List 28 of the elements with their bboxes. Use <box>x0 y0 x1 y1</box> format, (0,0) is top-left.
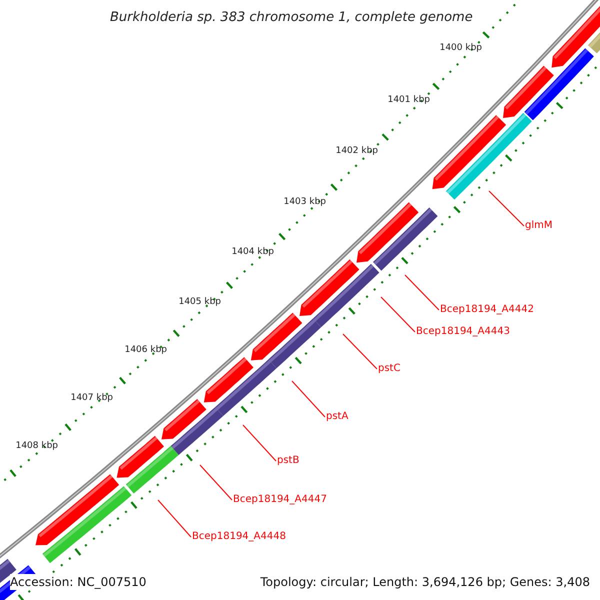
genome-summary-text: Topology: circular; Length: 3,694,126 bp; Genes: 3,408 <box>260 574 590 590</box>
gene-label: Bcep18194_A4442 <box>440 303 534 317</box>
gene-label: pstC <box>378 362 400 376</box>
accession-text: Accession: NC_007510 <box>10 574 146 590</box>
leader-line <box>404 274 440 310</box>
position-tick-label: 1408 kbp <box>16 440 58 452</box>
gene-label: Bcep18194_A4447 <box>233 493 327 507</box>
leader-line <box>242 424 276 462</box>
leader-line <box>488 190 524 226</box>
gene-label: pstB <box>277 454 300 468</box>
gene-label: pstA <box>326 410 348 424</box>
map-title: Burkholderia sp. 383 chromosome 1, complete genome <box>110 9 473 27</box>
gene-label: Bcep18194_A4448 <box>192 530 286 544</box>
position-tick-label: 1406 kbp <box>124 344 167 356</box>
position-tick-label: 1400 kbp <box>440 42 482 54</box>
gene-label: glmM <box>525 219 552 233</box>
position-tick-label: 1403 kbp <box>284 196 326 208</box>
position-tick-label: 1401 kbp <box>388 94 430 106</box>
leader-line <box>342 334 378 370</box>
leader-line <box>158 500 192 538</box>
position-tick-label: 1404 kbp <box>232 246 274 258</box>
gene-label: Bcep18194_A4443 <box>416 325 510 339</box>
position-tick-label: 1402 kbp <box>336 145 378 157</box>
leader-line <box>292 380 326 418</box>
leader-line <box>200 464 232 500</box>
leader-line <box>380 296 416 332</box>
position-tick-label: 1407 kbp <box>70 392 113 404</box>
position-tick-label: 1405 kbp <box>178 296 221 308</box>
